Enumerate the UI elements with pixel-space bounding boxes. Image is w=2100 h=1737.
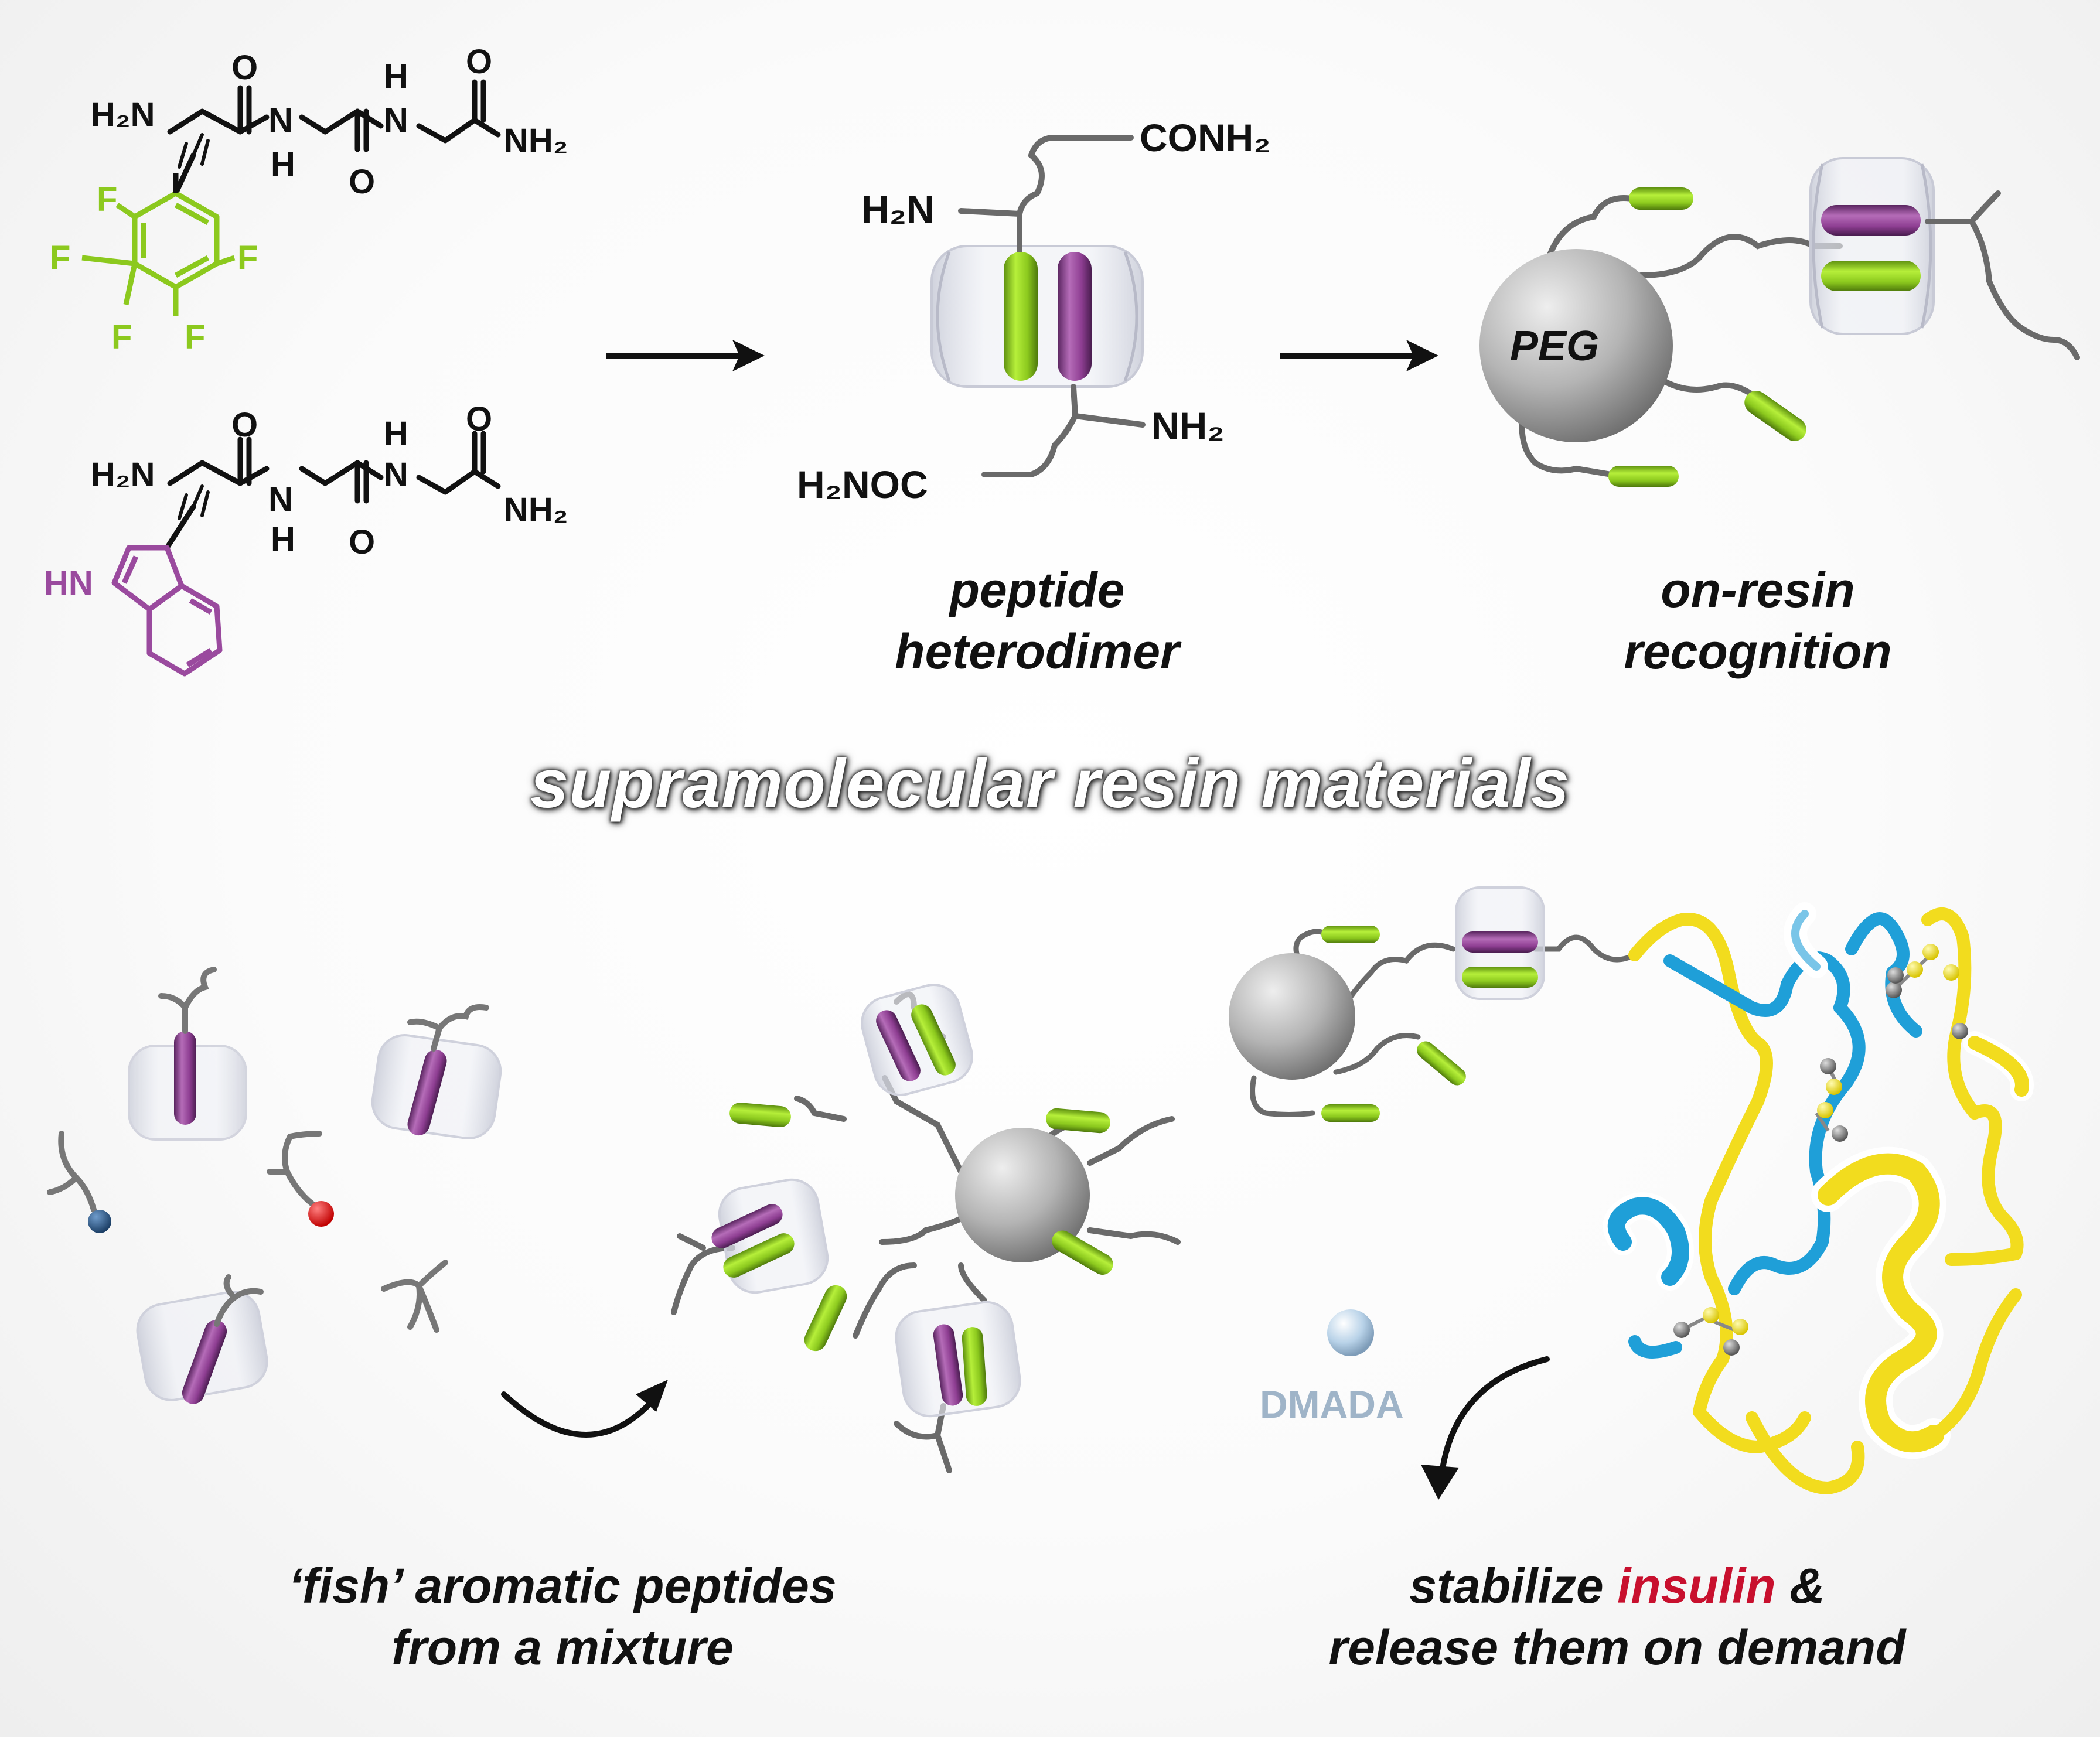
fluorine-label: F — [97, 180, 117, 219]
terminal-amide-label: NH₂ — [504, 122, 568, 160]
caption-text: stabilize — [1409, 1558, 1618, 1613]
fluorine-labels: F F F F F — [50, 180, 258, 356]
fluorine-label: F — [111, 318, 132, 356]
amine-label: H₂N — [91, 456, 155, 494]
oxygen-label: O — [466, 43, 492, 81]
caption-line: ‘fish’ aromatic peptides — [288, 1558, 837, 1613]
nitrogen-label: N — [384, 101, 408, 139]
hydrogen-label: H — [384, 57, 408, 95]
heterodimer-caption: peptide heterodimer — [861, 559, 1213, 682]
arrow-right-icon — [1280, 340, 1438, 371]
resin-bead — [1229, 953, 1355, 1080]
molecule-tryptophan — [164, 431, 501, 551]
nitrogen-label: N — [384, 456, 408, 494]
caption-line: heterodimer — [895, 624, 1179, 679]
red-molecule-dot — [308, 1201, 334, 1227]
amine-label: H₂N — [91, 95, 155, 134]
insulin-caption: stabilize insulin & release them on dema… — [1266, 1555, 1969, 1678]
molecule-tryptophan-labels: H₂N O N H O H N O NH₂ HN — [44, 400, 568, 602]
insulin-highlight: insulin — [1617, 1558, 1776, 1613]
on-resin-caption: on-resin recognition — [1582, 559, 1934, 682]
nitrogen-label: N — [268, 101, 293, 139]
oxygen-label: O — [349, 523, 375, 561]
trp-peptide-bar — [182, 1320, 227, 1404]
hydrogen-label: H — [271, 520, 295, 558]
oxygen-label: O — [349, 163, 375, 201]
h2n-label: H₂N — [861, 187, 935, 231]
fluorine-label: F — [185, 318, 205, 356]
trp-peptide-bar — [174, 1031, 196, 1125]
oxygen-label: O — [466, 400, 492, 438]
arrow-right-icon — [606, 340, 765, 371]
dmada-label: DMADA — [1260, 1383, 1404, 1426]
caption-line: recognition — [1624, 624, 1892, 679]
insulin-ribbon — [1603, 902, 2034, 1494]
trp-peptide-bar — [1821, 205, 1921, 236]
conh2-label: CONH₂ — [1140, 116, 1271, 159]
terminal-amide-label: NH₂ — [504, 491, 568, 529]
resin-bead — [955, 1128, 1090, 1262]
fluorine-label: F — [50, 239, 70, 277]
fluoro-peptide-bar — [1821, 261, 1921, 291]
oxygen-label: O — [231, 406, 258, 444]
indole-ring — [111, 545, 223, 677]
caption-line: peptide — [949, 562, 1125, 617]
fluorine-label: F — [237, 239, 258, 277]
caption-line: release them on demand — [1328, 1620, 1906, 1675]
peg-resin-bead — [1479, 249, 1673, 442]
blue-molecule-dot — [88, 1210, 111, 1233]
caption-text: & — [1775, 1558, 1825, 1613]
resin-insulin-complex — [1229, 886, 2034, 1494]
h2noc-label: H₂NOC — [797, 463, 928, 506]
cage-shell — [861, 984, 973, 1096]
oxygen-label: O — [231, 49, 258, 87]
heterodimer-labels: CONH₂ H₂N NH₂ H₂NOC — [797, 116, 1271, 506]
cage-shell — [1809, 157, 1935, 335]
fluoro-peptide-bar — [1004, 252, 1038, 381]
indole-nh-label: HN — [44, 564, 93, 602]
peg-label: PEG — [1510, 323, 1599, 370]
trp-peptide-bar — [407, 1049, 447, 1136]
peptide-mixture — [47, 967, 502, 1404]
trp-peptide-bar — [1058, 252, 1092, 381]
nh2-label: NH₂ — [1151, 404, 1225, 448]
caption-line: on-resin — [1661, 562, 1855, 617]
curved-arrow-icon — [1421, 1356, 1550, 1500]
main-title: supramolecular resin materials — [530, 745, 1570, 823]
nitrogen-label: N — [268, 480, 293, 518]
fish-caption: ‘fish’ aromatic peptides from a mixture — [211, 1555, 914, 1678]
hydrogen-label: H — [271, 145, 295, 183]
molecule-pentafluoro — [167, 79, 501, 196]
caption-line: from a mixture — [391, 1620, 734, 1675]
curved-arrow-icon — [501, 1380, 668, 1438]
cage-shell — [895, 1301, 1021, 1418]
molecule-pentafluoro-labels: H₂N O N H O H N O NH₂ — [91, 43, 568, 201]
peptide-heterodimer — [930, 135, 1146, 477]
resin-with-captured-peptides — [671, 984, 1181, 1473]
caption-line: stabilize insulin & — [1266, 1555, 1969, 1617]
dmada-sphere — [1327, 1309, 1374, 1356]
pentafluorophenyl-ring — [81, 173, 236, 316]
hydrogen-label: H — [384, 415, 408, 453]
on-resin-assembly — [1479, 157, 2080, 487]
